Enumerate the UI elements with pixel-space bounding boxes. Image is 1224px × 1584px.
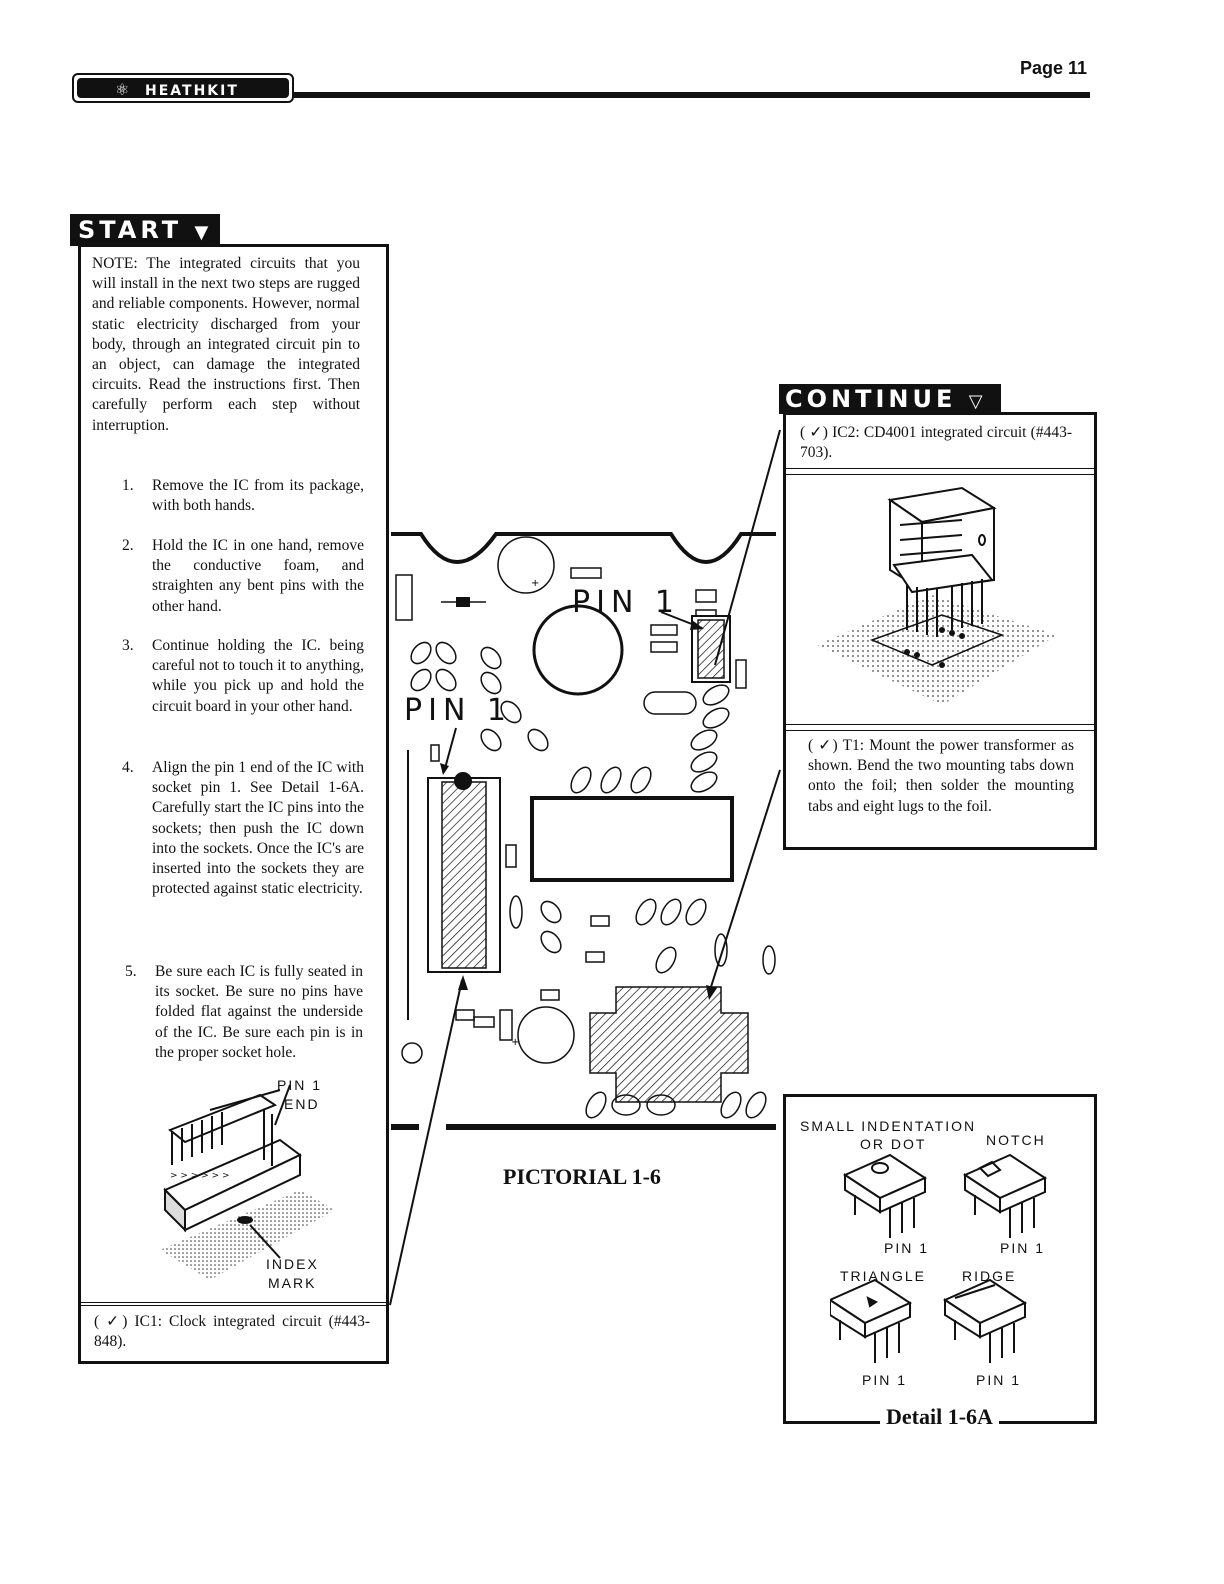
continue-label: CONTINUE [785, 385, 957, 413]
index-label-line1: INDEX [266, 1256, 319, 1272]
ridge-label: RIDGE [962, 1268, 1017, 1284]
detail-box [783, 1094, 1097, 1424]
ic1-step: ( ✓) IC1: Clock integrated circuit (#443… [94, 1312, 370, 1352]
checkbox-mark: ( ✓) [800, 424, 828, 441]
continue-box [783, 412, 1097, 850]
step-text: Align the pin 1 end of the IC with socke… [152, 759, 364, 898]
svg-text:> > > > > >: > > > > > > [170, 1171, 230, 1181]
step-number: 1. [122, 477, 134, 494]
header-rule [294, 92, 1090, 98]
divider [786, 730, 1094, 731]
static-note: NOTE: The integrated circuits that you w… [92, 255, 360, 434]
ic1-step-text: IC1: Clock integrated circuit (#443-848)… [94, 1313, 371, 1351]
step-number: 5. [125, 963, 137, 980]
step-1: 1. Remove the IC from its package, with … [122, 476, 364, 516]
logo-text: HEATHKIT [145, 83, 239, 99]
divider [786, 724, 1094, 725]
ic-orientation-drawings [830, 1153, 1048, 1363]
t1-step-text: T1: Mount the power transformer as shown… [808, 737, 1074, 815]
step-5: 5. Be sure each IC is fully seated in it… [125, 962, 363, 1063]
divider [81, 1305, 386, 1306]
heathkit-logo: ⚛ HEATHKIT [72, 73, 294, 103]
detail-caption: Detail 1-6A [880, 1404, 999, 1430]
or-dot-label: OR DOT [860, 1136, 927, 1152]
step-text: Be sure each IC is fully seated in its s… [155, 963, 363, 1061]
pin1-end-label-line1: PIN 1 [277, 1077, 323, 1093]
pin1-callout-ic1: PIN 1 [404, 693, 513, 728]
step-text: Remove the IC from its package, with bot… [152, 477, 364, 515]
start-label: START [78, 216, 183, 244]
ic2-step-text: IC2: CD4001 integrated circuit (#443-703… [800, 424, 1072, 462]
transformer-illustration [817, 486, 1057, 705]
start-tab: START ▼ [70, 214, 220, 246]
pin1-label: PIN 1 [862, 1372, 908, 1388]
ic2-step: ( ✓) IC2: CD4001 integrated circuit (#44… [800, 423, 1072, 463]
divider [786, 468, 1094, 469]
notch-label: NOTCH [986, 1132, 1046, 1148]
svg-text:+: + [531, 578, 539, 589]
circuit-board-pictorial: + + [391, 532, 776, 1130]
step-2: 2. Hold the IC in one hand, remove the c… [122, 536, 364, 617]
atom-icon: ⚛ [115, 82, 130, 99]
pin1-end-label-line2: END [284, 1096, 320, 1112]
ic-insertion-illustration: > > > > > > [160, 1084, 335, 1280]
leader-lines [389, 429, 781, 1306]
checkbox-mark: ( ✓) [94, 1313, 128, 1330]
step-text: Hold the IC in one hand, remove the cond… [152, 537, 364, 615]
svg-text:+: + [511, 1037, 519, 1048]
pin1-label: PIN 1 [1000, 1240, 1046, 1256]
checkbox-mark: ( ✓) [808, 737, 838, 754]
step-3: 3. Continue holding the IC. being carefu… [122, 636, 364, 717]
step-number: 3. [122, 637, 134, 654]
pin1-label: PIN 1 [884, 1240, 930, 1256]
pin1-label: PIN 1 [976, 1372, 1022, 1388]
continue-tab: CONTINUE ▽ [779, 384, 1001, 414]
t1-step: ( ✓) T1: Mount the power transformer as … [808, 736, 1074, 817]
index-label-line2: MARK [268, 1275, 317, 1291]
arrow-down-outline-icon: ▽ [968, 391, 987, 412]
pictorial-caption: PICTORIAL 1-6 [503, 1164, 661, 1189]
divider [786, 474, 1094, 475]
page-number: Page 11 [1020, 58, 1088, 78]
step-4: 4. Align the pin 1 end of the IC with so… [122, 758, 364, 899]
small-indentation-label: SMALL INDENTATION [800, 1118, 977, 1134]
pin1-callout-ic2: PIN 1 [572, 585, 681, 620]
triangle-label: TRIANGLE [840, 1268, 927, 1284]
divider [81, 1302, 386, 1303]
step-number: 4. [122, 759, 134, 776]
start-box [78, 244, 389, 1364]
step-text: Continue holding the IC. being careful n… [152, 637, 364, 715]
arrow-down-icon: ▼ [194, 222, 213, 243]
step-number: 2. [122, 537, 134, 554]
